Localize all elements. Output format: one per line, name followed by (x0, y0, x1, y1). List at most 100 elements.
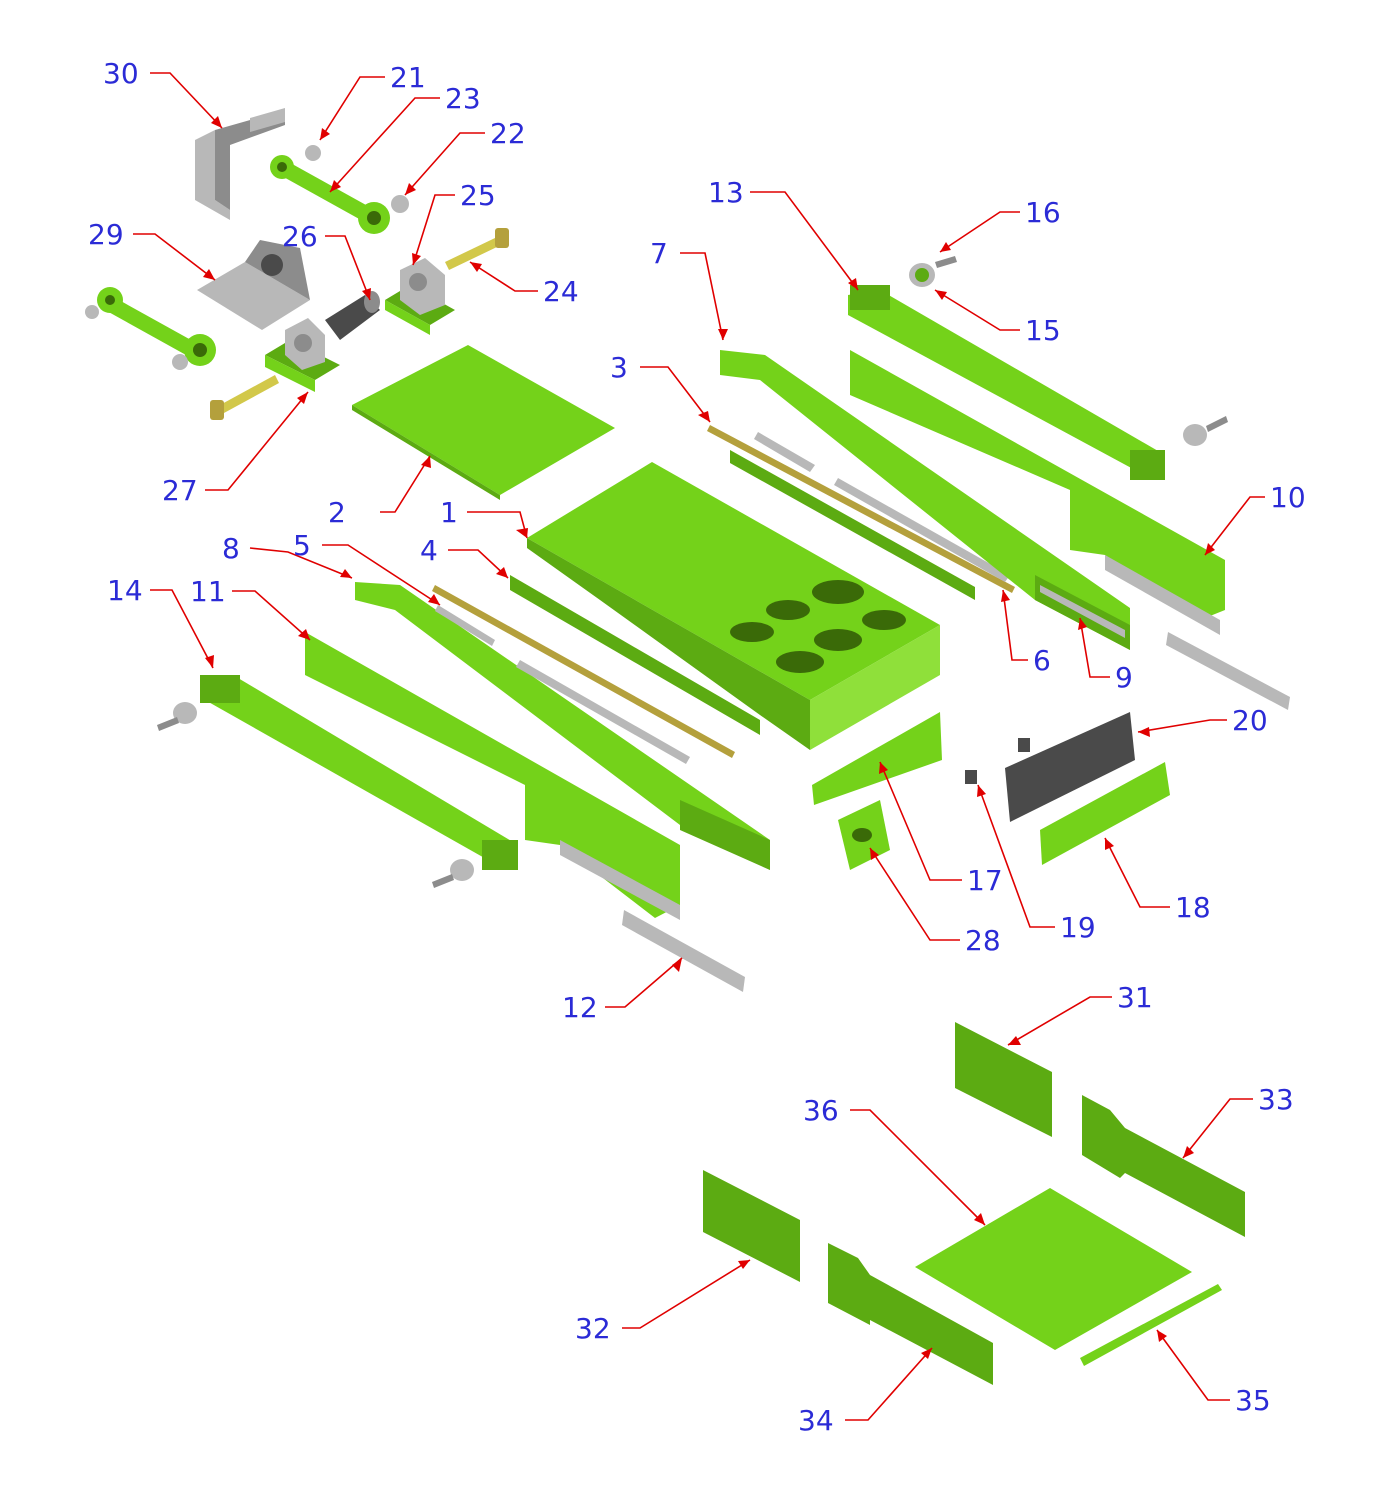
leader-26 (325, 235, 371, 301)
callout-7: 7 (650, 237, 668, 270)
callout-8: 8 (222, 532, 240, 565)
part-18-rail (1040, 762, 1170, 865)
part-19-clip (965, 770, 977, 784)
leader-5 (322, 544, 441, 606)
callout-24: 24 (543, 275, 579, 308)
part-8-side-frame (355, 582, 770, 870)
callout-9: 9 (1115, 661, 1133, 694)
callout-31: 31 (1117, 981, 1153, 1014)
callout-15: 15 (1025, 314, 1061, 347)
part-14-arm (200, 675, 518, 870)
leader-10 (1204, 496, 1265, 556)
leader-30 (150, 72, 223, 129)
leader-7 (680, 252, 728, 341)
callout-33: 33 (1258, 1083, 1294, 1116)
callout-4: 4 (420, 534, 438, 567)
leader-27 (205, 391, 309, 491)
part-22-nut (391, 195, 409, 213)
callout-23: 23 (445, 82, 481, 115)
part-roller-right (1183, 424, 1207, 446)
callout-36: 36 (803, 1094, 839, 1127)
callout-20: 20 (1232, 704, 1268, 737)
leader-11 (232, 590, 311, 641)
part-27-pillow-block (265, 318, 340, 392)
leader-31 (1007, 996, 1112, 1046)
callout-12: 12 (562, 991, 598, 1024)
leader-23 (329, 97, 440, 193)
callout-2: 2 (328, 496, 346, 529)
part-33-panel (1082, 1095, 1245, 1237)
leader-28 (869, 847, 960, 941)
part-31-panel (955, 1022, 1052, 1137)
part-20-dark-plate (1005, 712, 1135, 822)
leader-18 (1104, 837, 1170, 908)
leader-35 (1156, 1329, 1230, 1401)
part-1-chassis (527, 462, 940, 750)
part-11-side-panel (305, 632, 680, 920)
callout-13: 13 (708, 176, 744, 209)
callout-22: 22 (490, 117, 526, 150)
part-13-arm (848, 285, 1165, 480)
callout-5: 5 (293, 529, 311, 562)
part-35-strip (1080, 1284, 1222, 1366)
leader-34 (845, 1347, 933, 1421)
part-26-roller (325, 291, 380, 340)
leader-19 (977, 784, 1055, 928)
parts-layer (85, 108, 1290, 1385)
callout-10: 10 (1270, 481, 1306, 514)
leader-17 (879, 761, 962, 881)
leader-22 (404, 132, 485, 196)
part-roller-left-lower (450, 859, 474, 881)
part-36-base-plate (915, 1188, 1192, 1350)
part-roller-left-upper (173, 702, 197, 724)
leader-12 (605, 957, 683, 1008)
part-16-screw (935, 256, 957, 268)
callout-14: 14 (107, 574, 143, 607)
part-5-slide (435, 605, 495, 646)
part-32-panel (703, 1170, 800, 1282)
leader-4 (448, 549, 509, 579)
leader-1 (467, 511, 528, 539)
leader-14 (150, 589, 214, 669)
part-24-bolt (445, 228, 509, 270)
part-29-motor-bracket (197, 240, 310, 330)
part-10-side-panel (850, 350, 1225, 635)
callout-30: 30 (103, 57, 139, 90)
leader-6 (1001, 589, 1028, 661)
part-6-slide (834, 478, 1010, 582)
part-25-pillow-block (385, 258, 455, 335)
part-bolt-left (210, 375, 279, 420)
callout-3: 3 (610, 351, 628, 384)
part-17-end-plate (812, 712, 942, 805)
callout-28: 28 (965, 924, 1001, 957)
leader-29 (133, 233, 216, 281)
part-strip-right (1166, 632, 1290, 710)
callout-6: 6 (1033, 644, 1051, 677)
callout-numbers: 1 2 3 4 5 6 7 8 9 10 11 12 13 14 15 16 1… (88, 57, 1306, 1437)
leader-25 (412, 194, 455, 266)
leader-33 (1182, 1098, 1253, 1159)
leader-3 (640, 366, 711, 423)
part-30-bracket (195, 108, 285, 220)
leader-13 (750, 191, 859, 291)
callout-25: 25 (460, 179, 496, 212)
leader-20 (1137, 719, 1227, 737)
part-12-strip (622, 910, 745, 992)
callout-27: 27 (162, 474, 198, 507)
callout-18: 18 (1175, 891, 1211, 924)
part-link-arm-left (85, 287, 216, 370)
callout-1: 1 (440, 496, 458, 529)
leader-36 (850, 1109, 986, 1226)
leader-24 (469, 261, 538, 292)
callout-32: 32 (575, 1312, 611, 1345)
callout-29: 29 (88, 218, 124, 251)
part-15-roller (909, 263, 935, 287)
callout-21: 21 (390, 61, 426, 94)
leader-lines (133, 72, 1265, 1421)
callout-35: 35 (1235, 1384, 1271, 1417)
leader-15 (934, 289, 1020, 331)
part-34-panel (828, 1243, 993, 1385)
part-5-rod (432, 585, 735, 758)
leader-32 (622, 1259, 751, 1329)
callout-26: 26 (282, 220, 318, 253)
